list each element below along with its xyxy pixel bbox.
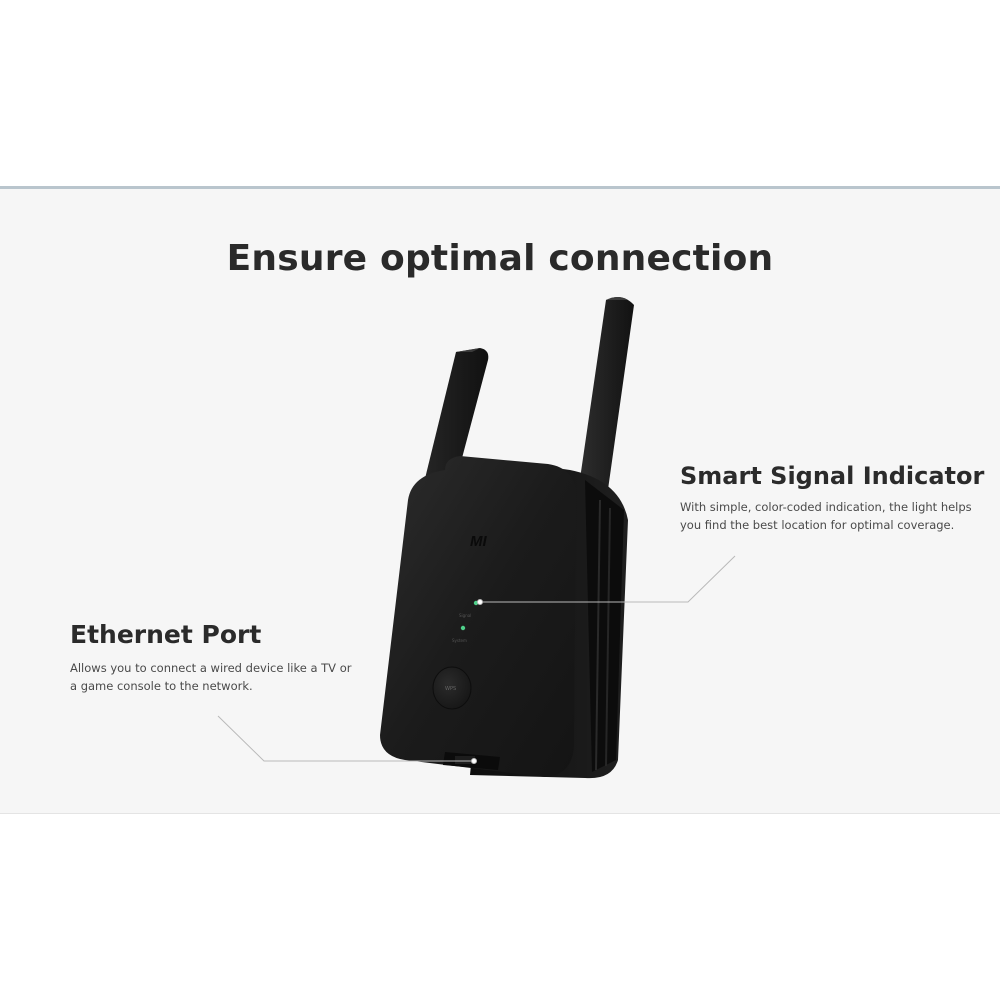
top-divider [0, 186, 1000, 189]
page-headline: Ensure optimal connection [226, 238, 774, 279]
wps-button[interactable]: WPS [432, 666, 472, 710]
smart-signal-title: Smart Signal Indicator [680, 462, 985, 490]
svg-text:System: System [452, 638, 467, 643]
smart-signal-description: With simple, color-coded indication, the… [680, 500, 972, 532]
ethernet-port-description: Allows you to connect a wired device lik… [70, 661, 352, 693]
signal-callout-line [477, 555, 736, 605]
brand-logo: MI [470, 533, 487, 550]
system-led: System [452, 625, 467, 643]
bottom-divider [0, 813, 1000, 814]
ethernet-callout-line [217, 715, 477, 764]
device-front-face [380, 456, 576, 777]
right-antenna [574, 296, 634, 532]
svg-text:Signal: Signal [459, 613, 471, 618]
svg-text:WPS: WPS [445, 686, 456, 692]
ethernet-port-title: Ethernet Port [70, 620, 262, 649]
